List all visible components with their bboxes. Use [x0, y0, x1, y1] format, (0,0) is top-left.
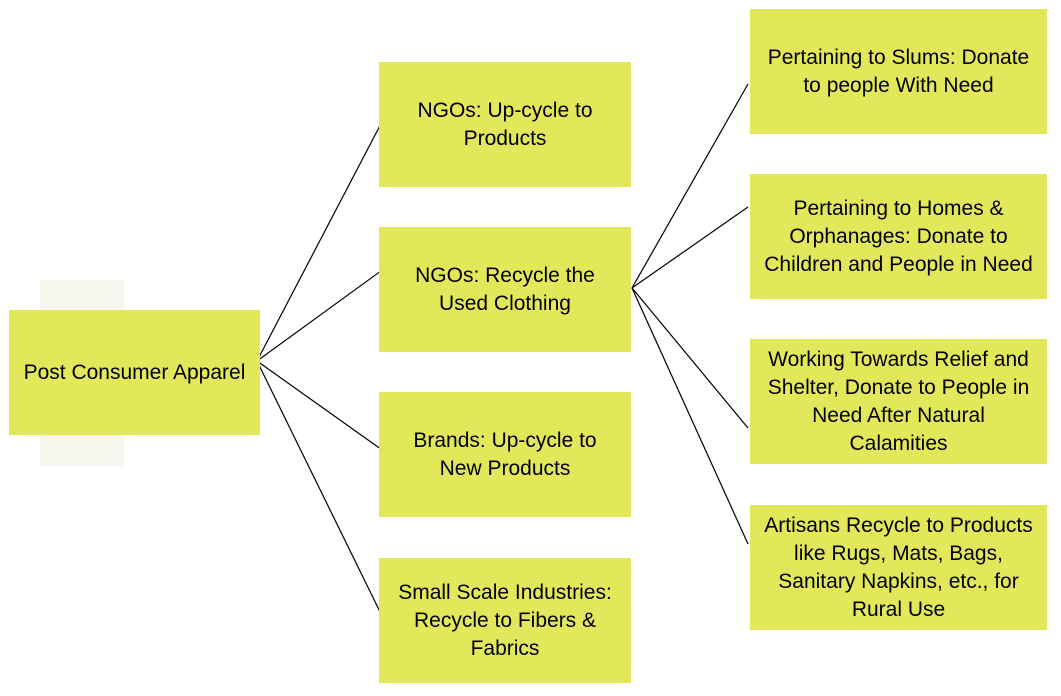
node-ngos-recycle: NGOs: Recycle the Used Clothing [379, 227, 631, 352]
connector-root-to-brands-upcycle [256, 360, 386, 453]
node-small-scale-industries: Small Scale Industries: Recycle to Fiber… [379, 558, 631, 683]
node-pertaining-to-slums: Pertaining to Slums: Donate to people Wi… [750, 9, 1047, 134]
node-homes-orphanages: Pertaining to Homes & Orphanages: Donate… [750, 174, 1047, 299]
node-label: Pertaining to Homes & Orphanages: Donate… [764, 196, 1033, 276]
node-relief-shelter: Working Towards Relief and Shelter, Dona… [750, 339, 1047, 464]
connector-root-to-ngo-recycle [256, 267, 386, 362]
node-label: Brands: Up-cycle to New Products [413, 428, 597, 480]
node-label: Small Scale Industries: Recycle to Fiber… [398, 580, 612, 660]
node-label: NGOs: Up-cycle to Products [417, 98, 593, 150]
node-brands-upcycle: Brands: Up-cycle to New Products [379, 392, 631, 517]
node-label: NGOs: Recycle the Used Clothing [415, 263, 595, 315]
node-label: Pertaining to Slums: Donate to people Wi… [767, 45, 1030, 97]
node-label: Working Towards Relief and Shelter, Dona… [767, 347, 1030, 455]
connector-root-to-small-scale [256, 360, 386, 623]
connector-recycle-to-slums [631, 83, 749, 289]
root-node-label: Post Consumer Apparel [23, 360, 246, 384]
connector-recycle-to-relief [631, 287, 749, 429]
node-label: Artisans Recycle to Products like Rugs, … [764, 513, 1033, 621]
connector-recycle-to-homes [631, 206, 749, 289]
connector-recycle-to-artisans [631, 287, 749, 545]
node-artisans-recycle: Artisans Recycle to Products like Rugs, … [750, 505, 1047, 630]
connector-root-to-ngo-upcycle [256, 115, 386, 362]
root-node-post-consumer-apparel: Post Consumer Apparel [9, 310, 260, 435]
node-ngos-upcycle: NGOs: Up-cycle to Products [379, 62, 631, 187]
